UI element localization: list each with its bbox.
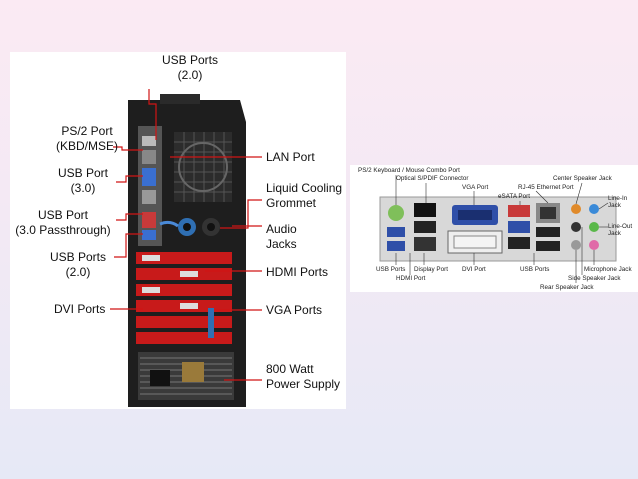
ps2-connector — [388, 205, 404, 221]
label-side-speaker-jack: Side Speaker Jack — [568, 275, 621, 282]
label-usb-ports-2: USB Ports (2.0) — [50, 250, 107, 279]
line-in-jack — [589, 204, 599, 214]
io-leader-lines — [395, 175, 609, 283]
label-lan-port: LAN Port — [266, 150, 315, 164]
rear-speaker-jack — [571, 222, 581, 232]
label-audio-jacks: Audio Jacks — [266, 222, 297, 251]
label-power-supply: 800 Watt Power Supply — [266, 362, 341, 391]
label-dvi-ports: DVI Ports — [54, 302, 106, 316]
label-microphone-jack: Microphone Jack — [584, 266, 632, 273]
label-liquid-cooling-grommet: Liquid Cooling Grommet — [266, 181, 343, 210]
label-spdif-connector: Optical S/PDIF Connector — [396, 175, 469, 182]
microphone-jack — [589, 240, 599, 250]
case-rear-illustration — [110, 89, 262, 407]
label-vga-port: VGA Port — [462, 184, 489, 191]
label-usb-ports-right: USB Ports — [520, 266, 550, 273]
case-rear-diagram-panel: USB Ports (2.0) PS/2 Port (KBD/MSE) USB … — [10, 52, 346, 409]
io-panel-illustration — [379, 175, 617, 283]
label-dvi-port: DVI Port — [462, 266, 486, 273]
side-speaker-jack — [571, 240, 581, 250]
callout-lines — [110, 89, 262, 381]
esata-connector — [508, 205, 530, 217]
label-center-speaker-jack: Center Speaker Jack — [553, 175, 612, 182]
label-vga-ports: VGA Ports — [266, 303, 323, 317]
label-hdmi-ports: HDMI Ports — [266, 265, 329, 279]
io-panel-diagram: PS/2 Keyboard / Mouse Combo Port Optical… — [350, 165, 638, 292]
label-esata-port: eSATA Port — [498, 193, 530, 200]
label-line-out-jack: Line-Out Jack — [608, 223, 633, 237]
spdif-connector — [414, 203, 436, 217]
label-usb-ports-left: USB Ports — [376, 266, 406, 273]
label-usb-ports-top: USB Ports (2.0) — [161, 53, 218, 82]
label-ps2-combo-port: PS/2 Keyboard / Mouse Combo Port — [358, 167, 460, 174]
label-hdmi-port: HDMI Port — [396, 275, 426, 282]
label-rear-speaker-jack: Rear Speaker Jack — [540, 284, 594, 291]
label-line-in-jack: Line-In Jack — [608, 195, 628, 209]
label-rj45-port: RJ-45 Ethernet Port — [518, 184, 574, 191]
line-out-jack — [589, 222, 599, 232]
label-usb-port-passthrough: USB Port (3.0 Passthrough) — [15, 208, 111, 237]
label-usb-port-3: USB Port (3.0) — [58, 166, 109, 195]
label-ps2-port: PS/2 Port (KBD/MSE) — [56, 124, 119, 153]
label-display-port: Display Port — [414, 266, 448, 273]
center-speaker-jack — [571, 204, 581, 214]
